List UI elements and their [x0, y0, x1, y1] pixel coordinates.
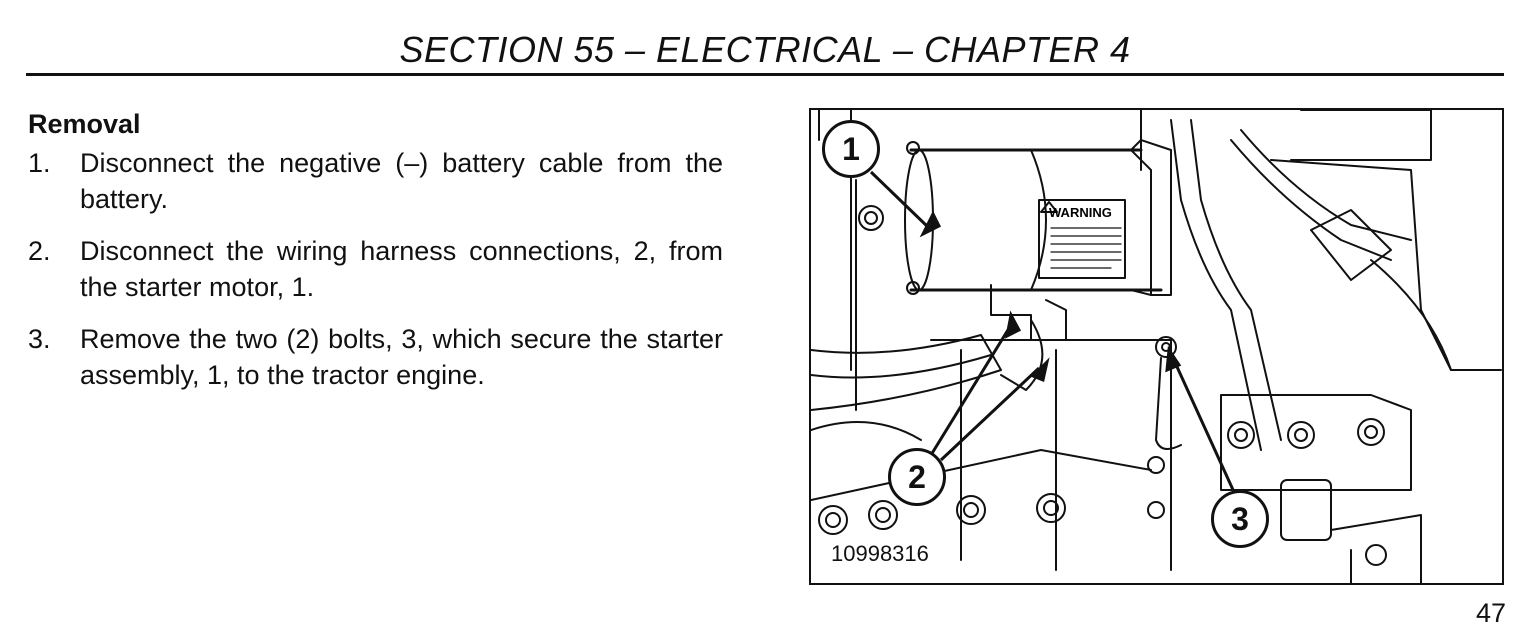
step-item: 3. Remove the two (2) bolts, 3, which se… — [28, 321, 723, 393]
step-text: Disconnect the wiring harness connection… — [80, 236, 723, 302]
warning-label: WARNING — [1049, 205, 1112, 220]
callout-3: 3 — [1211, 490, 1269, 548]
section-title: SECTION 55 – ELECTRICAL – CHAPTER 4 — [399, 29, 1131, 70]
page-header: SECTION 55 – ELECTRICAL – CHAPTER 4 — [26, 26, 1504, 76]
step-text: Remove the two (2) bolts, 3, which secur… — [80, 324, 723, 390]
page-number: 47 — [1475, 598, 1506, 628]
callout-2: 2 — [888, 448, 946, 506]
starter-motor-illustration: WARNING — [811, 110, 1502, 583]
step-number: 2. — [28, 236, 51, 266]
step-number: 1. — [28, 148, 51, 178]
removal-section: Removal 1. Disconnect the negative (–) b… — [28, 106, 723, 409]
figure-id: 10998316 — [829, 541, 931, 567]
step-item: 2. Disconnect the wiring harness connect… — [28, 233, 723, 305]
starter-motor-figure: WARNING 1 2 3 10998316 — [809, 108, 1504, 585]
callout-1: 1 — [822, 120, 880, 178]
removal-heading: Removal — [28, 109, 141, 139]
step-item: 1. Disconnect the negative (–) battery c… — [28, 145, 723, 217]
step-text: Disconnect the negative (–) battery cabl… — [80, 148, 723, 214]
removal-steps: 1. Disconnect the negative (–) battery c… — [28, 145, 723, 393]
step-number: 3. — [28, 324, 51, 354]
